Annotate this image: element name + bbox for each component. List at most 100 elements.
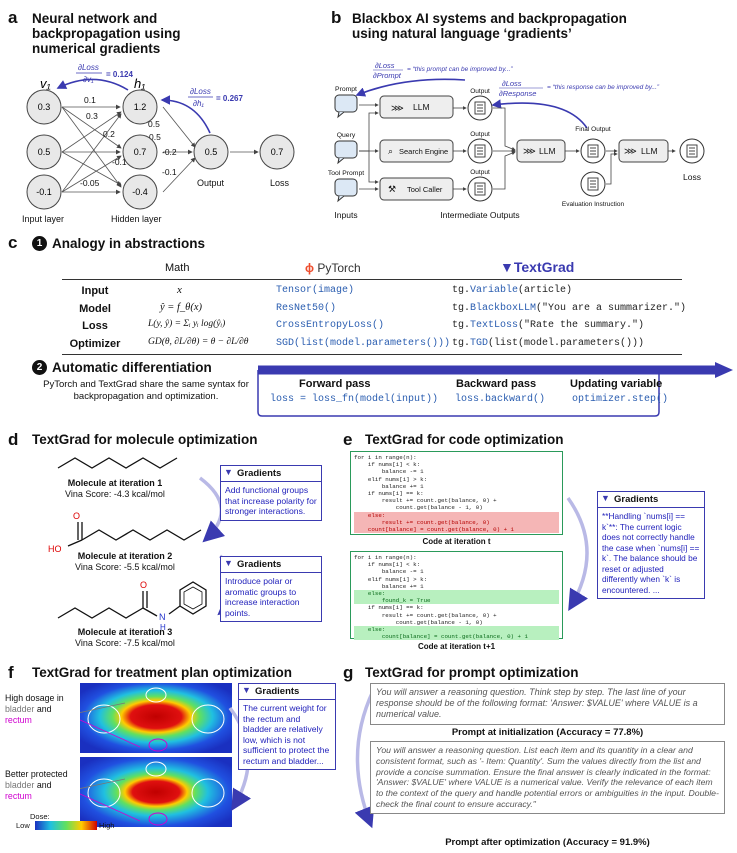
oxygen-label: O <box>73 511 80 521</box>
hidden-node-3: -0.4 <box>132 187 148 197</box>
gradient-box-molecule-2: Gradients Introduce polar or aromatic gr… <box>220 556 322 622</box>
hidden-node-2: 0.7 <box>134 147 147 157</box>
code-line: balance -= 1 <box>354 568 424 576</box>
code-line: result += count.get(balance, 0) + <box>354 611 497 619</box>
molecule-1-structure <box>57 457 178 469</box>
weight-label: 0.5 <box>148 119 160 129</box>
panel-f-title: TextGrad for treatment plan optimization <box>32 665 293 680</box>
col-textgrad: ▼TextGrad <box>500 259 574 275</box>
prompt-opt-caption: Prompt after optimization (Accuracy = 91… <box>445 837 650 848</box>
backward-pass-code: loss.backward() <box>455 394 546 405</box>
module-llm: LLM <box>413 102 430 112</box>
panel-g-title: TextGrad for prompt optimization <box>365 665 579 680</box>
code-line: elif nums[i] > k: <box>354 475 428 483</box>
math-optimizer: GD(θ, ∂L/∂θ) = θ − ∂L/∂θ <box>148 337 249 347</box>
gradient-box-treatment: Gradients The current weight for the rec… <box>238 683 336 770</box>
label-text: and <box>36 780 52 790</box>
grad-den-v1: ∂v₁ <box>83 75 94 84</box>
llm-icon: ⋙ <box>523 146 536 156</box>
math-loss: L(y, ŷ) = Σᵢ yᵢ log(ŷᵢ) <box>148 319 226 329</box>
textgrad-loss: tg.TextLoss("Rate the summary.") <box>452 320 645 331</box>
molecule-3-structure <box>57 607 144 619</box>
query-bubble-icon <box>334 140 358 159</box>
code-line-added: found_k = True <box>354 597 559 605</box>
grad-response-text: = “this response can be improved by...” <box>547 84 660 91</box>
dose-map-2 <box>80 757 232 827</box>
panel-a-letter: a <box>8 8 18 27</box>
weight-label: 0.1 <box>84 95 96 105</box>
autodiff-arrow <box>257 362 733 417</box>
row-label-loss: Loss <box>82 320 108 332</box>
gradient-text: The current weight for the rectum and bl… <box>243 703 330 766</box>
intermediate-outputs-label: Intermediate Outputs <box>440 210 519 220</box>
gradient-box-code: Gradients **Handling `nums[i] == k`**: T… <box>597 491 705 599</box>
textgrad-logo-icon: ▼ <box>500 259 514 275</box>
code-line-removed: else: <box>354 511 559 519</box>
step-1-title: Analogy in abstractions <box>52 236 206 251</box>
prompt-init-caption: Prompt at initialization (Accuracy = 77.… <box>451 727 644 738</box>
final-llm-label: LLM <box>539 146 556 156</box>
code-line-added: count[balance] = count.get(balance, 0) +… <box>354 633 559 641</box>
code-line: result += count.get(balance, 0) + <box>354 497 497 505</box>
panel-b-title: Blackbox AI systems and backpropagation … <box>352 11 627 41</box>
output-label: Output <box>197 178 225 188</box>
prompt-gradient-arrow <box>354 690 375 829</box>
dose-map-1 <box>80 683 232 753</box>
label-text: Better protected <box>5 769 68 779</box>
input-label-tool-prompt: Tool Prompt <box>328 170 364 177</box>
label-text: and <box>36 704 52 714</box>
gradient-header: Gradients <box>221 557 321 573</box>
bladder-text: bladder <box>5 704 35 714</box>
col-textgrad-label: TextGrad <box>513 259 575 275</box>
pytorch-optimizer: SGD(list(model.parameters())) <box>276 338 451 349</box>
code-line-removed: count[balance] = count.get(balance, 0) +… <box>354 526 559 534</box>
gradient-text: Add functional groups that increase pola… <box>225 485 317 516</box>
molecule-2-structure <box>81 529 202 541</box>
code-line: for i in range(n): <box>354 554 417 561</box>
tool-icon: ⚒ <box>388 184 396 194</box>
grad-prompt-num: ∂Loss <box>375 61 395 70</box>
eval-instruction-label: Evaluation Instruction <box>562 201 625 208</box>
code-line: count.get(balance - 1, 0) <box>354 618 483 626</box>
code-iteration-t: for i in range(n): if nums[i] < k: balan… <box>350 451 563 535</box>
step-2-desc: PyTorch and TextGrad share the same synt… <box>43 379 249 402</box>
code-line: balance -= 1 <box>354 468 424 476</box>
molecule-1-caption: Molecule at iteration 1 <box>67 478 163 488</box>
final-llm-box <box>516 139 566 163</box>
row-label-model: Model <box>79 303 111 315</box>
oxygen-label: O <box>140 580 147 590</box>
prompt-initial: You will answer a reasoning question. Th… <box>370 683 725 725</box>
backward-pass-title: Backward pass <box>456 378 537 390</box>
dose-high-label: High <box>99 821 115 830</box>
prompt-optimized: You will answer a reasoning question. Li… <box>370 741 725 814</box>
table-bottom-rule <box>62 354 682 355</box>
col-math: Math <box>165 262 190 274</box>
search-engine-module-box <box>379 139 454 163</box>
row-label-input: Input <box>81 285 109 297</box>
pytorch-input: Tensor(image) <box>276 285 355 296</box>
step-2-title: Automatic differentiation <box>52 360 212 375</box>
code-line: elif nums[i] > k: <box>354 575 428 583</box>
gradient-header: Gradients <box>221 466 321 482</box>
weight-label: 0.3 <box>86 111 98 121</box>
code-t-caption: Code at iteration t <box>422 537 491 546</box>
panel-b-letter: b <box>331 8 342 27</box>
math-model: ŷ = f_θ(x) <box>160 302 202 313</box>
grad-num: ∂Loss <box>78 63 99 72</box>
code-line: if nums[i] == k: <box>354 604 424 612</box>
panel-e-letter: e <box>343 430 353 449</box>
llm-icon: ⋙ <box>391 103 404 113</box>
weight-label: -0.2 <box>162 147 177 157</box>
update-title: Updating variable <box>570 378 663 390</box>
search-icon: ⌕ <box>388 146 393 156</box>
code-iteration-t1: for i in range(n): if nums[i] < k: balan… <box>350 551 563 641</box>
grad-den-h1: ∂h₁ <box>193 99 204 108</box>
code-line: count.get(balance - 1, 0) <box>354 504 483 512</box>
code-line: balance += 1 <box>354 482 424 490</box>
v1-label: v₁ <box>40 76 51 91</box>
grad-prompt-text: = “this prompt can be improved by...” <box>407 66 513 73</box>
dose-label-1: High dosage in bladder and rectum <box>5 693 75 726</box>
hydrogen-label: H <box>160 623 166 632</box>
eval-llm-label: LLM <box>641 146 658 156</box>
neural-network-diagram: 0.1 0.3 0.2 0.5 -0.1 -0.05 0.5 -0.2 -0.1… <box>22 63 295 224</box>
